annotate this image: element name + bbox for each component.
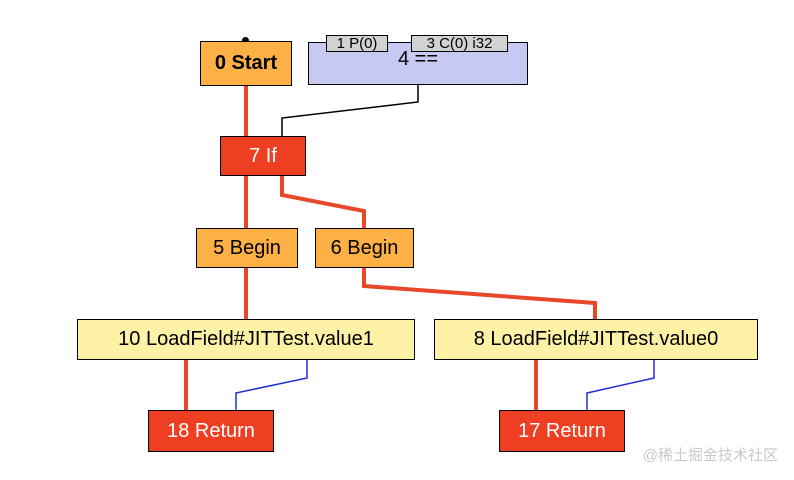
edge-load8-to-ret17-value xyxy=(586,360,655,410)
node-start-label: 0 Start xyxy=(214,52,278,74)
node-if[interactable]: 7 If xyxy=(220,136,306,176)
node-return-18[interactable]: 18 Return xyxy=(148,410,274,452)
watermark: @稀土掘金技术社区 xyxy=(642,447,778,464)
node-loadfield-10[interactable]: 10 LoadField#JITTest.value1 xyxy=(77,319,415,360)
start-input-dot xyxy=(242,37,249,44)
compare-port-right[interactable]: 3 C(0) i32 xyxy=(411,35,508,52)
node-return-17[interactable]: 17 Return xyxy=(499,410,625,452)
edge-if-to-begin6 xyxy=(280,176,366,228)
node-if-label: 7 If xyxy=(249,144,277,167)
node-loadfield-10-label: 10 LoadField#JITTest.value1 xyxy=(118,328,374,350)
node-begin-5-label: 5 Begin xyxy=(213,236,281,259)
node-begin-5[interactable]: 5 Begin xyxy=(196,228,298,268)
node-compare-label: 4 == xyxy=(397,48,439,70)
node-start[interactable]: 0 Start xyxy=(200,41,292,86)
node-begin-6-label: 6 Begin xyxy=(330,236,399,259)
edge-load10-to-ret18-value xyxy=(235,360,308,410)
node-return-17-label: 17 Return xyxy=(518,419,606,442)
node-loadfield-8-label: 8 LoadField#JITTest.value0 xyxy=(473,328,719,350)
edge-begin6-to-load8 xyxy=(362,268,597,319)
node-begin-6[interactable]: 6 Begin xyxy=(315,228,414,268)
node-loadfield-8[interactable]: 8 LoadField#JITTest.value0 xyxy=(434,319,758,360)
edge-cmp-to-if xyxy=(281,85,419,136)
node-return-18-label: 18 Return xyxy=(167,419,255,442)
compare-port-left[interactable]: 1 P(0) xyxy=(326,35,388,52)
